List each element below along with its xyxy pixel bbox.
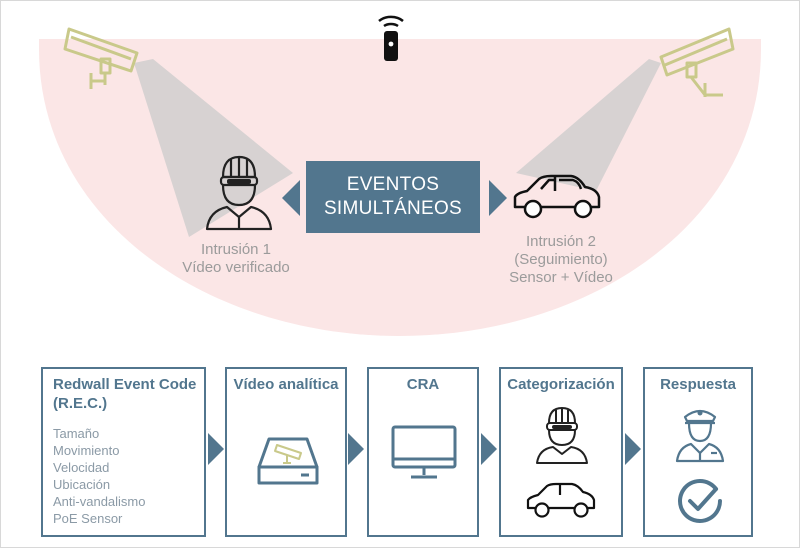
left-event-line-1: Intrusión 1 (200, 241, 272, 258)
sensor-icon (378, 15, 404, 61)
checkmark-icon (678, 479, 722, 523)
center-events-box: EVENTOS SIMULTÁNEOS (306, 161, 480, 233)
intruder-icon (205, 155, 273, 231)
step-response: Respuesta (643, 367, 753, 537)
step-rec: Redwall Event Code (R.E.C.) Tamaño Movim… (41, 367, 206, 537)
right-event-line-1: Intrusión 2 (525, 233, 597, 250)
monitor-icon (391, 425, 457, 479)
step-video-analytics: Vídeo analítica (225, 367, 347, 537)
step-rec-title-line-2: (R.E.C.) (53, 395, 108, 412)
feature-item: PoE Sensor (53, 511, 123, 526)
step-rec-title-line-1: Redwall Event Code (53, 376, 197, 393)
left-arrow (282, 180, 300, 216)
center-line-1: EVENTOS (346, 174, 440, 195)
step-cra-title: CRA (406, 376, 440, 393)
step-response-title: Respuesta (660, 376, 736, 393)
flow-arrow (481, 433, 497, 465)
camera-icon (659, 27, 735, 97)
camera-icon (63, 27, 139, 89)
right-event-line-2: (Seguimiento) (514, 251, 608, 268)
feature-item: Tamaño (53, 426, 100, 441)
step-cra: CRA (367, 367, 479, 537)
right-event-label: Intrusión 2 (Seguimiento) Sensor + Vídeo (491, 233, 631, 287)
flow-arrow (625, 433, 641, 465)
intruder-icon (536, 407, 588, 464)
right-event-line-3: Sensor + Vídeo (509, 269, 613, 286)
flow-arrow (208, 433, 224, 465)
car-icon (513, 174, 601, 219)
step-categorization-title: Categorización (507, 376, 615, 393)
car-icon (526, 482, 596, 518)
right-arrow (489, 180, 507, 216)
step-rec-title: Redwall Event Code (R.E.C.) (53, 375, 204, 413)
right-camera-beam (516, 59, 661, 191)
left-event-label: Intrusión 1 Vídeo verificado (166, 241, 306, 277)
feature-item: Velocidad (53, 460, 110, 475)
center-line-2: SIMULTÁNEOS (323, 198, 463, 219)
feature-item: Movimiento (53, 443, 120, 458)
nvr-icon (257, 437, 319, 485)
feature-list: Tamaño Movimiento Velocidad Ubicación An… (53, 425, 146, 527)
step-categorization: Categorización (499, 367, 623, 537)
feature-item: Anti-vandalismo (53, 494, 146, 509)
left-event-line-2: Vídeo verificado (182, 259, 290, 276)
step-video-analytics-title: Vídeo analítica (233, 376, 339, 393)
feature-item: Ubicación (53, 477, 111, 492)
flow-arrow (348, 433, 364, 465)
guard-icon (675, 409, 725, 463)
